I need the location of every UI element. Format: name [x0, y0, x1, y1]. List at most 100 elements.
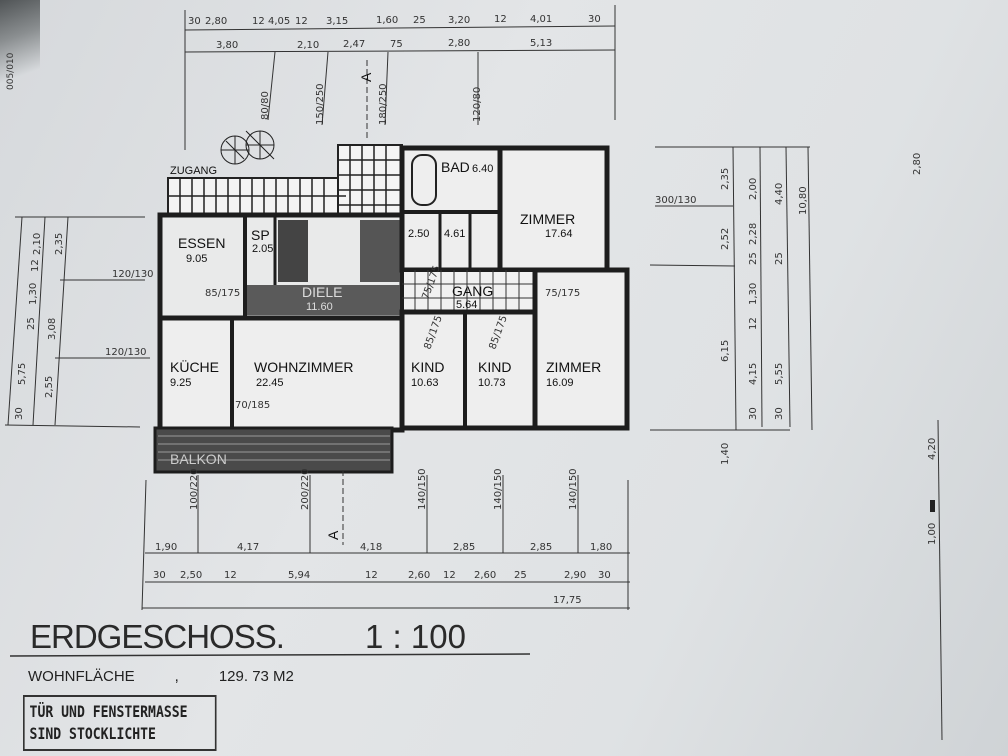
- room-area-gang: 5.64: [456, 299, 477, 311]
- dim: 3,15: [326, 16, 348, 27]
- dim: 2,85: [530, 542, 552, 553]
- top-dimensions: 30 2,80 12 4,05 12 3,15 1,60 25 3,20 12 …: [184, 5, 616, 150]
- door-dim: 85/175: [205, 288, 240, 299]
- dim: 12: [494, 14, 507, 25]
- dim: 25: [748, 252, 759, 265]
- room-label-sp: SP: [251, 227, 270, 243]
- dim: 140/150: [568, 468, 579, 510]
- dim: 30: [588, 14, 601, 25]
- dim: 2,50: [180, 570, 202, 581]
- dim: 12: [748, 317, 759, 330]
- left-dimensions: 2,10 12 1,30 2,35 25 3,08 5,75 2,55 30 1…: [4, 216, 154, 428]
- room-area-kind-1: 10.63: [411, 377, 439, 389]
- room-label-essen: ESSEN: [178, 235, 225, 251]
- dim: 1,90: [155, 542, 177, 553]
- room-area-zimmer-1: 17.64: [545, 228, 573, 240]
- dim: 80/80: [260, 91, 271, 120]
- dim: 2,60: [408, 570, 430, 581]
- section-marker-top: A: [358, 72, 374, 82]
- right-dimensions: 2,35 2,00 4,40 10,80 2,52 2,28 25 25 1,3…: [649, 146, 943, 741]
- dim: 30: [598, 570, 611, 581]
- room-label-diele: DIELE: [302, 284, 342, 300]
- section-marker-bottom: A: [325, 530, 341, 540]
- dim: 2,80: [205, 16, 227, 27]
- dim: 5,94: [288, 570, 310, 581]
- living-area-label: WOHNFLÄCHE: [28, 668, 135, 685]
- door-dim: 75/175: [545, 288, 580, 299]
- room-area-zimmer-2: 16.09: [546, 377, 574, 389]
- dim: 10,80: [798, 186, 809, 215]
- dim: 140/150: [417, 468, 428, 510]
- dim: 12: [365, 570, 378, 581]
- dim: 12: [295, 16, 308, 27]
- dim: 4,05: [268, 16, 290, 27]
- dim: 200/220: [300, 468, 311, 510]
- dim: 12: [443, 570, 456, 581]
- dim-total: 17,75: [553, 595, 582, 606]
- dim: 150/250: [315, 83, 326, 125]
- dim: 300/130: [655, 195, 697, 206]
- stamp-note: TÜR UND FENSTERMASSE SIND STOCKLICHTE: [23, 695, 217, 751]
- page-title: ERDGESCHOSS.: [30, 618, 285, 655]
- dim: 2,55: [44, 376, 55, 398]
- room-label-kind-2: KIND: [478, 359, 511, 375]
- room-area-wohnzimmer: 22.45: [256, 377, 284, 389]
- dim: 5,75: [17, 363, 28, 385]
- room-area-diele: 11.60: [306, 301, 333, 313]
- dim: 3,80: [216, 40, 238, 51]
- bottom-dimensions: 1,90 4,17 4,18 2,85 2,85 1,80 30 2,50 12…: [141, 468, 630, 611]
- dim: 4,18: [360, 542, 382, 553]
- dim: 2,35: [54, 233, 65, 255]
- dim: 100/220: [189, 468, 200, 510]
- dim: 2,80: [912, 153, 923, 175]
- room-label-bad: BAD: [441, 159, 470, 175]
- stamp-line: TÜR UND FENSTERMASSE: [29, 702, 188, 721]
- living-area-separator: ,: [174, 668, 179, 685]
- photo-shadow: [0, 0, 40, 90]
- dim: 4,40: [774, 183, 785, 205]
- dim: 2,60: [474, 570, 496, 581]
- room-area-wc: 2.50: [408, 228, 429, 240]
- dim: 5,55: [774, 363, 785, 385]
- dim: 1,30: [748, 283, 759, 305]
- living-area-value: 129. 73 M2: [218, 668, 294, 685]
- dim: 25: [514, 570, 527, 581]
- dim: 12: [30, 259, 41, 272]
- dim: 1,00: [927, 523, 938, 545]
- living-area: WOHNFLÄCHE, 129. 73 M2: [28, 668, 334, 685]
- room-label-kind-1: KIND: [411, 359, 444, 375]
- door-dim: 70/185: [235, 400, 270, 411]
- room-label-zugang: ZUGANG: [170, 165, 217, 177]
- dim: 75: [390, 39, 403, 50]
- room-area-essen: 9.05: [186, 253, 207, 265]
- room-label-zimmer-2: ZIMMER: [546, 359, 601, 375]
- dim: 2,47: [343, 39, 365, 50]
- room-label-zimmer-1: ZIMMER: [520, 211, 575, 227]
- walls: [153, 145, 630, 474]
- dim: 120/80: [472, 87, 483, 122]
- zugang-tiles: [167, 144, 403, 216]
- dim: 2,10: [297, 40, 319, 51]
- dim: 30: [774, 407, 785, 420]
- dim: 2,90: [564, 570, 586, 581]
- dim: 30: [14, 407, 25, 420]
- dim: 2,28: [748, 223, 759, 245]
- stamp-line: SIND STOCKLICHTE: [29, 724, 156, 743]
- dim: 1,80: [590, 542, 612, 553]
- dim: 30: [188, 16, 201, 27]
- dim: 4,01: [530, 14, 552, 25]
- room-area-kind-2: 10.73: [478, 377, 506, 389]
- dim: 140/150: [493, 468, 504, 510]
- room-label-kueche: KÜCHE: [170, 358, 219, 375]
- dim: 2,85: [453, 542, 475, 553]
- dim: 12: [224, 570, 237, 581]
- room-label-gang: GANG: [452, 283, 493, 299]
- dim: 120/130: [105, 347, 147, 358]
- dim: 30: [153, 570, 166, 581]
- dim: 12: [252, 16, 265, 27]
- dim: 4,17: [237, 542, 259, 553]
- dim: 25: [413, 15, 426, 26]
- dim: 2,80: [448, 38, 470, 49]
- dim: 2,00: [748, 178, 759, 200]
